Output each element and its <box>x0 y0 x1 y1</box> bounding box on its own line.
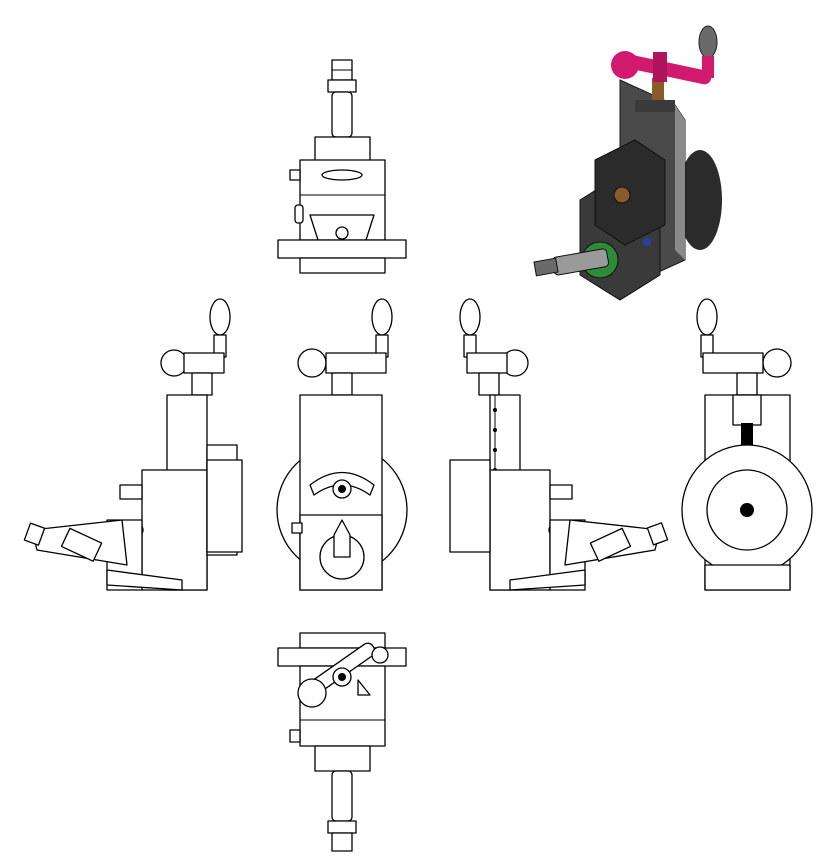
iso-knob <box>698 25 718 59</box>
rear-view <box>675 295 820 595</box>
bottom-view <box>270 625 415 855</box>
left-view-body <box>141 469 208 591</box>
front-view <box>270 295 415 595</box>
bottom-view-handle <box>297 642 389 708</box>
iso-bronze-nut <box>613 186 631 204</box>
right-view-wheel-edge <box>449 459 491 553</box>
iso-blue-pin <box>643 238 651 246</box>
left-view-handle <box>160 298 231 396</box>
isometric-view <box>525 10 725 301</box>
rear-view-handle <box>696 298 792 396</box>
iso-handwheel <box>678 150 722 250</box>
left-view <box>22 295 252 595</box>
bottom-view-spindle <box>327 770 357 852</box>
right-view-angled-slide <box>564 519 669 566</box>
iso-handle <box>611 25 718 85</box>
top-view-base-plate <box>277 239 407 259</box>
left-view-angled-slide <box>23 519 128 566</box>
top-view-spindle <box>327 59 357 138</box>
right-view-handle <box>459 298 529 396</box>
right-view <box>445 295 675 595</box>
front-view-handle <box>297 298 393 396</box>
top-view <box>270 55 415 280</box>
right-view-body <box>489 469 551 591</box>
